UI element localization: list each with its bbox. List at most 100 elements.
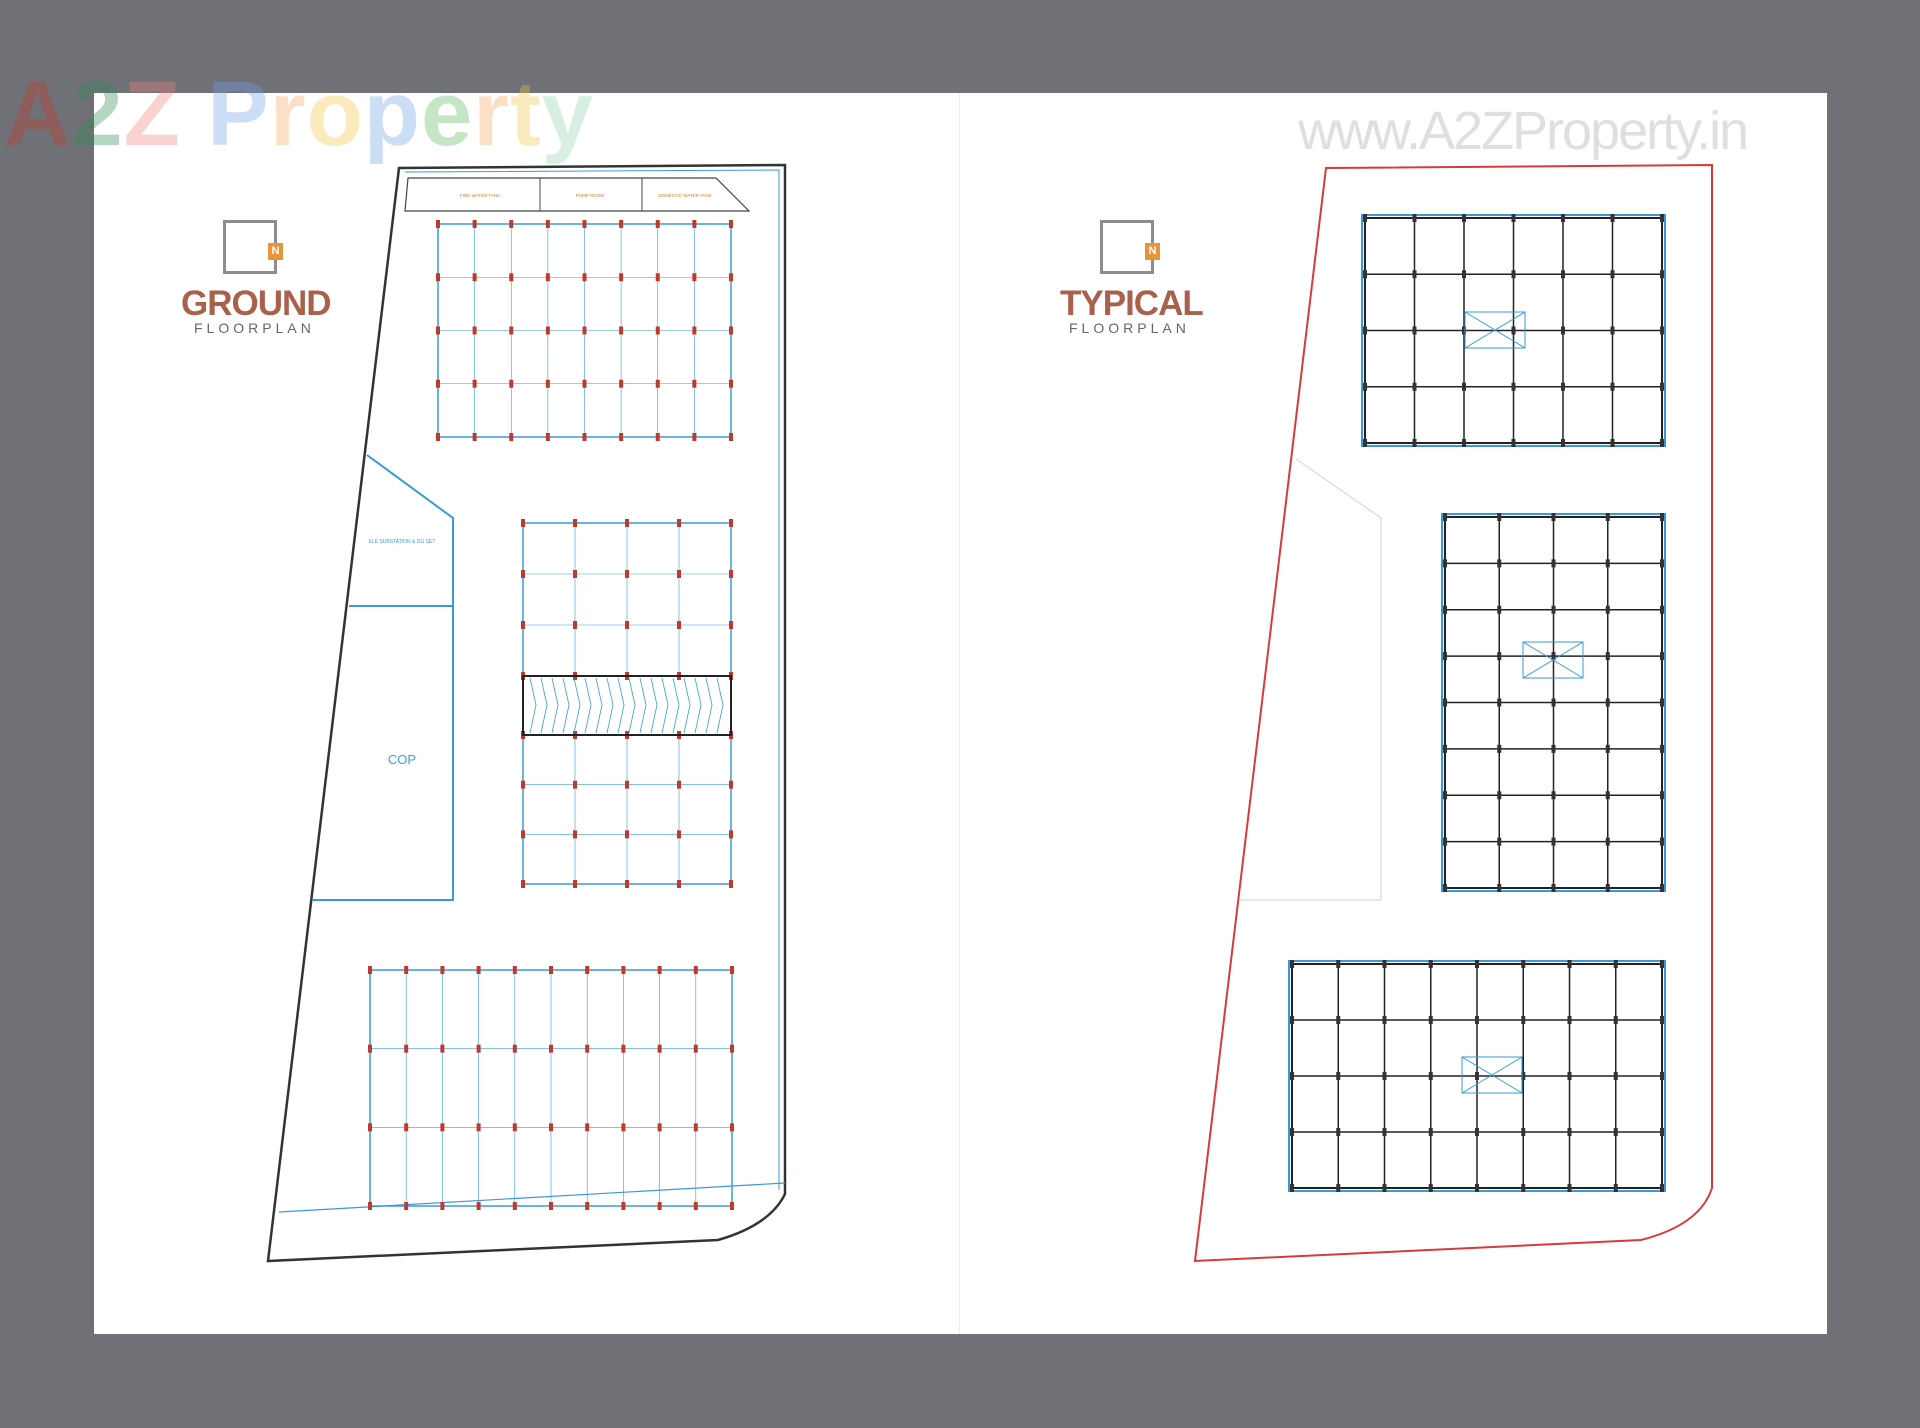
substation-label: ELE SUBSTATION & DG SET: [369, 539, 436, 545]
column-mark: [472, 326, 477, 335]
column-mark: [692, 220, 697, 228]
column-mark: [521, 830, 525, 839]
a2z-logo-watermark: A2Z Property: [4, 62, 594, 167]
column-mark: [1290, 1016, 1294, 1024]
column-mark: [585, 1202, 590, 1210]
column-mark: [1497, 652, 1502, 661]
column-mark: [1561, 270, 1565, 279]
lift-core-icon: [1464, 311, 1526, 349]
column-mark: [1511, 439, 1516, 447]
column-mark: [573, 780, 577, 789]
column-mark: [621, 966, 626, 974]
column-mark: [549, 1123, 553, 1132]
column-mark: [545, 433, 550, 441]
column-mark: [1363, 270, 1367, 279]
ground-block-c: [368, 966, 734, 1210]
column-mark: [1497, 559, 1502, 568]
column-mark: [436, 326, 440, 335]
column-mark: [1363, 439, 1367, 447]
column-mark: [1605, 698, 1610, 707]
column-mark: [1551, 791, 1556, 800]
column-mark: [729, 830, 733, 839]
column-mark: [1382, 960, 1387, 968]
column-mark: [1336, 960, 1341, 968]
column-mark: [1561, 382, 1565, 391]
column-mark: [436, 433, 440, 441]
north-badge: N: [1145, 243, 1160, 260]
column-mark: [476, 1123, 481, 1132]
column-mark: [1363, 214, 1367, 222]
column-mark: [1605, 652, 1610, 661]
tank-label: FIRE WATER TANK: [460, 193, 500, 198]
column-mark: [585, 1123, 590, 1132]
column-mark: [1605, 791, 1610, 800]
column-mark: [655, 326, 660, 335]
typical-block-3: [1288, 960, 1666, 1192]
tank-label: DOMESTIC WATER TANK: [658, 193, 712, 198]
column-mark: [1605, 744, 1610, 753]
column-mark: [368, 1202, 372, 1210]
typical-block-2: [1441, 513, 1666, 892]
column-mark: [476, 1044, 481, 1053]
column-mark: [1567, 1072, 1572, 1080]
column-mark: [512, 1202, 517, 1210]
column-mark: [1660, 744, 1664, 753]
column-mark: [1475, 1016, 1479, 1024]
column-mark: [404, 1202, 409, 1210]
column-mark: [440, 966, 445, 974]
column-mark: [1551, 559, 1556, 568]
column-mark: [655, 273, 660, 282]
column-mark: [1443, 559, 1447, 568]
column-mark: [545, 273, 550, 282]
column-mark: [404, 1123, 409, 1132]
column-mark: [1660, 837, 1664, 846]
column-mark: [1497, 837, 1502, 846]
column-mark: [1443, 513, 1447, 521]
column-mark: [521, 780, 525, 789]
column-mark: [1382, 1184, 1387, 1192]
column-mark: [1561, 214, 1565, 222]
column-mark: [1521, 1016, 1526, 1024]
column-mark: [1660, 884, 1664, 892]
logo-letter: y: [541, 63, 594, 165]
column-mark: [1475, 1128, 1479, 1136]
column-mark: [521, 570, 525, 578]
column-mark: [729, 379, 733, 388]
column-mark: [573, 621, 577, 629]
column-mark: [1561, 439, 1565, 447]
column-mark: [730, 966, 734, 974]
column-mark: [582, 220, 587, 228]
column-mark: [729, 220, 733, 228]
column-mark: [655, 379, 660, 388]
column-mark: [730, 1202, 734, 1210]
column-mark: [692, 433, 697, 441]
column-mark: [472, 379, 477, 388]
access-road-line: [278, 1182, 786, 1213]
column-mark: [512, 1123, 517, 1132]
column-mark: [730, 1044, 734, 1053]
ground-title: GROUND: [181, 284, 332, 323]
column-mark: [1290, 1128, 1294, 1136]
column-mark: [729, 326, 733, 335]
column-mark: [1561, 326, 1565, 335]
column-mark: [677, 880, 681, 888]
column-mark: [1363, 326, 1367, 335]
column-mark: [1660, 698, 1664, 707]
column-mark: [1551, 513, 1556, 521]
logo-letter: P: [180, 63, 270, 165]
column-mark: [1363, 382, 1367, 391]
column-mark: [1660, 1016, 1664, 1024]
cop-label: COP: [388, 752, 416, 767]
column-mark: [1660, 1128, 1664, 1136]
column-mark: [1613, 1072, 1618, 1080]
column-mark: [1497, 791, 1502, 800]
column-mark: [677, 519, 681, 527]
column-mark: [1412, 439, 1417, 447]
column-mark: [1290, 1184, 1294, 1192]
typical-plot-boundary: [1193, 163, 1713, 1263]
column-mark: [573, 519, 577, 527]
logo-letter: t: [509, 63, 542, 165]
column-mark: [1443, 791, 1447, 800]
column-mark: [1412, 214, 1417, 222]
column-mark: [1610, 326, 1615, 335]
